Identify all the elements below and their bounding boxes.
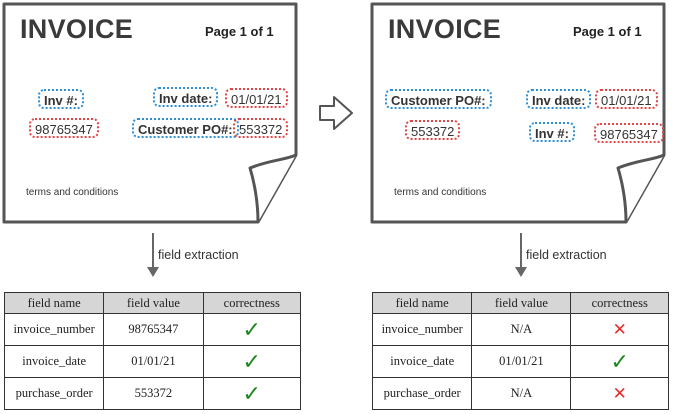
check-icon: ✓ (202, 345, 302, 378)
header-field-value: field value (471, 292, 572, 314)
left-panel: INVOICE Page 1 of 1 Inv #: 98765347 Inv … (0, 0, 335, 414)
results-table: field name field value correctness invoi… (3, 292, 302, 410)
table-row: purchase_order 553372 ✓ (3, 377, 302, 410)
field-extraction-label: field extraction (158, 248, 239, 262)
header-field-name: field name (3, 292, 105, 314)
check-icon: ✓ (202, 377, 302, 410)
down-arrow-icon (515, 233, 527, 277)
right-arrow-icon (319, 96, 353, 130)
header-correctness: correctness (202, 292, 302, 314)
header-field-value: field value (103, 292, 204, 314)
customer-po-label: Customer PO#: (385, 89, 492, 109)
invoice-document: INVOICE Page 1 of 1 Inv #: 98765347 Inv … (0, 0, 335, 225)
cross-icon: ✕ (570, 313, 669, 346)
page-number: Page 1 of 1 (573, 24, 642, 39)
table-row: invoice_date 01/01/21 ✓ (3, 345, 302, 378)
terms-text: terms and conditions (394, 187, 487, 198)
customer-po-label: Customer PO#: (132, 118, 239, 138)
cell-field-value: 98765347 (103, 313, 204, 346)
cell-field-name: purchase_order (371, 377, 473, 410)
table-row: purchase_order N/A ✕ (371, 377, 669, 410)
down-arrow-icon (147, 233, 159, 277)
cell-field-name: purchase_order (3, 377, 105, 410)
cross-icon: ✕ (570, 377, 669, 410)
customer-po-value: 553372 (233, 118, 289, 138)
cell-field-value: N/A (471, 313, 572, 346)
cell-field-value: 01/01/21 (103, 345, 204, 378)
cell-field-value: N/A (471, 377, 572, 410)
cell-field-name: invoice_date (3, 345, 105, 378)
table-row: invoice_number 98765347 ✓ (3, 313, 302, 346)
cell-field-name: invoice_number (3, 313, 105, 346)
table-header-row: field name field value correctness (3, 292, 302, 314)
table-header-row: field name field value correctness (371, 292, 669, 314)
inv-number-value: 98765347 (594, 123, 664, 143)
check-icon: ✓ (202, 313, 302, 346)
cell-field-name: invoice_number (371, 313, 473, 346)
cell-field-name: invoice_date (371, 345, 473, 378)
inv-number-label: Inv #: (529, 122, 575, 142)
inv-date-label: Inv date: (526, 89, 592, 109)
table-row: invoice_number N/A ✕ (371, 313, 669, 346)
inv-number-value: 98765347 (29, 118, 99, 138)
invoice-title: INVOICE (20, 14, 134, 44)
inv-date-value: 01/01/21 (595, 89, 658, 109)
terms-text: terms and conditions (26, 187, 119, 198)
field-extraction-label: field extraction (526, 248, 607, 262)
header-field-name: field name (371, 292, 473, 314)
right-panel: INVOICE Page 1 of 1 Customer PO#: 553372… (368, 0, 675, 414)
results-table: field name field value correctness invoi… (371, 292, 669, 410)
cell-field-value: 553372 (103, 377, 204, 410)
invoice-document: INVOICE Page 1 of 1 Customer PO#: 553372… (368, 0, 675, 225)
inv-date-label: Inv date: (153, 87, 219, 107)
document-outline (370, 2, 666, 224)
check-icon: ✓ (570, 345, 669, 378)
page-number: Page 1 of 1 (205, 24, 274, 39)
inv-number-label: Inv #: (38, 89, 84, 109)
customer-po-value: 553372 (405, 120, 461, 140)
inv-date-value: 01/01/21 (225, 88, 288, 108)
cell-field-value: 01/01/21 (471, 345, 572, 378)
document-outline (2, 2, 298, 224)
invoice-title: INVOICE (388, 14, 502, 44)
table-row: invoice_date 01/01/21 ✓ (371, 345, 669, 378)
header-correctness: correctness (570, 292, 669, 314)
